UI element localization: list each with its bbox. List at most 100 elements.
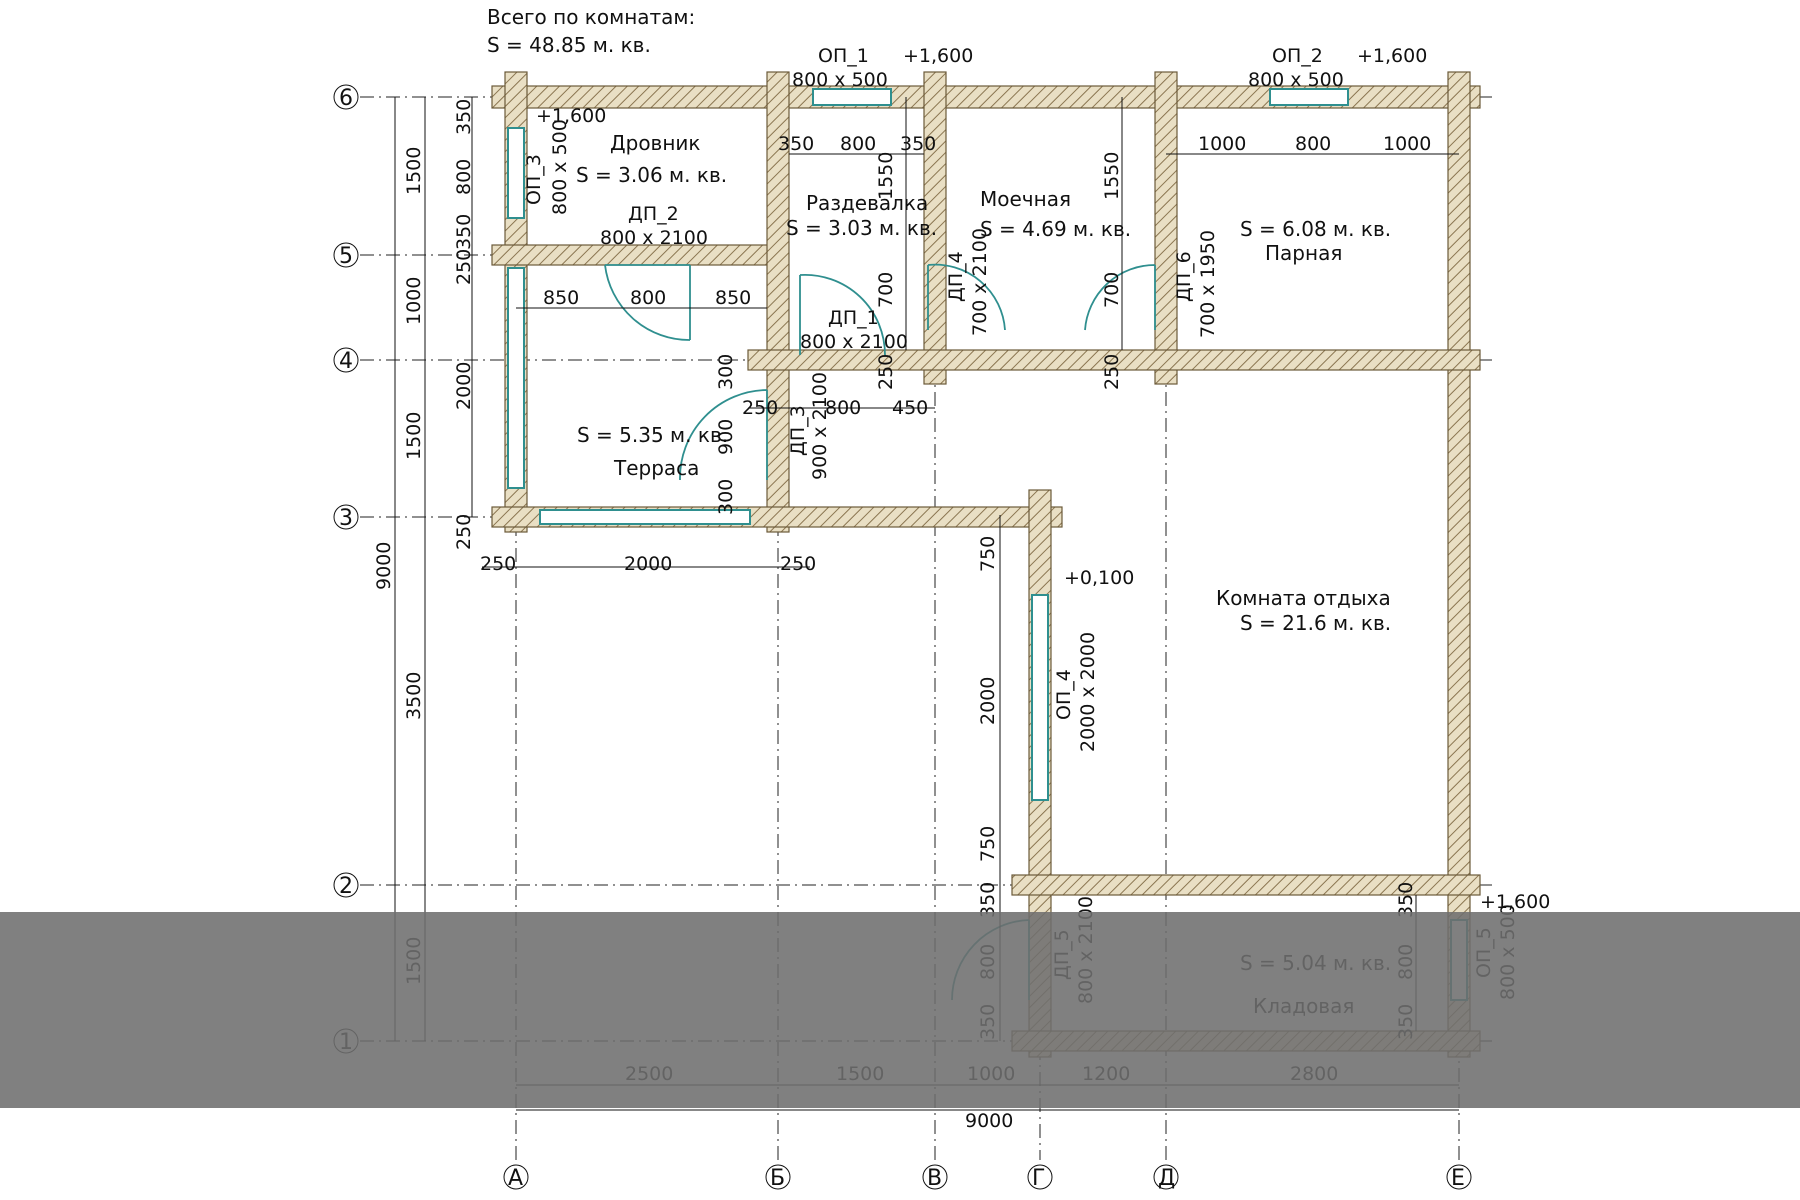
- opening-id: ДП_3: [787, 405, 809, 456]
- opening-size: 800 x 500: [1248, 69, 1344, 91]
- dim-kladovaya-left: 350: [977, 1004, 999, 1040]
- opening-level: +1,600: [1357, 45, 1427, 67]
- dim-bottom-total: 9000: [965, 1110, 1013, 1132]
- dim-kladovaya-right: 350: [1395, 1004, 1417, 1040]
- axis-label-2: 2: [339, 874, 353, 899]
- dimension-values: 2500 1500 1000 1200 2800 9000 1500 1000 …: [373, 99, 1431, 1132]
- axis-label-v: В: [927, 1166, 942, 1191]
- axis-label-5: 5: [339, 244, 353, 269]
- room-name: Терраса: [613, 456, 699, 480]
- dim-razdevalka-bottom: 450: [892, 397, 928, 419]
- dim-kladovaya-right: 800: [1395, 944, 1417, 980]
- dim-bottom: 1500: [836, 1063, 884, 1085]
- opening-id: ОП_5: [1473, 927, 1495, 978]
- dim-razdevalka-top: 350: [900, 133, 936, 155]
- dim-left: 1000: [403, 277, 425, 325]
- axis-label-1: 1: [339, 1030, 353, 1055]
- axis-label-a: А: [508, 1166, 523, 1191]
- dim-left-inner: 350: [453, 214, 475, 250]
- dim-left: 1500: [403, 412, 425, 460]
- dim-terrace: 250: [480, 553, 516, 575]
- dim-bottom: 2800: [1290, 1063, 1338, 1085]
- dim-razdevalka-bottom: 250: [742, 397, 778, 419]
- axis-label-b: Б: [770, 1166, 785, 1191]
- dim-drovnik: 850: [543, 287, 579, 309]
- opening-id: ДП_6: [1173, 251, 1195, 302]
- dim-left-inner: 350: [453, 99, 475, 135]
- dim-left-inner: 250: [453, 514, 475, 550]
- dim-razdevalka-bottom: 800: [825, 397, 861, 419]
- opening-size: 2000 x 2000: [1077, 632, 1099, 752]
- dim-left: 3500: [403, 672, 425, 720]
- dim-left: 1500: [403, 147, 425, 195]
- opening-level: +1,600: [536, 105, 606, 127]
- opening-id: ОП_3: [523, 154, 545, 205]
- opening-size: 700 x 2100: [969, 228, 991, 336]
- opening-size: 800 x 500: [549, 119, 571, 215]
- dim-left-inner: 250: [453, 249, 475, 285]
- opening-size: 800 x 2100: [800, 331, 908, 353]
- opening-level: +1,600: [903, 45, 973, 67]
- room-area: S = 3.06 м. кв.: [576, 163, 727, 187]
- dim-terrace-door: 900: [715, 419, 737, 455]
- opening-size: 800 x 2100: [600, 227, 708, 249]
- dim-window4: 750: [977, 826, 999, 862]
- opening-size: 800 x 500: [792, 69, 888, 91]
- windows: [507, 88, 1468, 1001]
- dim-moechnaya-side: 700: [1101, 272, 1123, 308]
- dim-parnaya-top: 800: [1295, 133, 1331, 155]
- dim-kladovaya-left: 350: [977, 882, 999, 918]
- dim-bottom: 2500: [625, 1063, 673, 1085]
- dim-left-inner: 2000: [453, 362, 475, 410]
- room-area: S = 21.6 м. кв.: [1240, 611, 1391, 635]
- dim-bottom: 1200: [1082, 1063, 1130, 1085]
- room-area: S = 5.35 м. кв.: [577, 423, 728, 447]
- room-area: S = 3.03 м. кв.: [786, 216, 937, 240]
- opening-id: ДП_5: [1051, 929, 1073, 980]
- opening-size: 700 x 1950: [1197, 230, 1219, 338]
- room-name: Парная: [1265, 241, 1342, 265]
- axis-label-g: Г: [1032, 1166, 1045, 1191]
- room-area: S = 4.69 м. кв.: [980, 217, 1131, 241]
- opening-id: ДП_1: [828, 307, 879, 329]
- dim-terrace: 250: [780, 553, 816, 575]
- dim-razdevalka-top: 800: [840, 133, 876, 155]
- opening-size: 800 x 500: [1497, 904, 1519, 1000]
- room-name: Дровник: [610, 131, 701, 155]
- dim-left-total: 9000: [373, 542, 395, 590]
- opening-id: ОП_4: [1053, 669, 1075, 720]
- dim-drovnik: 800: [630, 287, 666, 309]
- opening-id: ДП_4: [945, 251, 967, 302]
- room-name: Раздевалка: [806, 191, 928, 215]
- room-name: Кладовая: [1253, 994, 1354, 1018]
- axis-label-e: Е: [1451, 1166, 1465, 1191]
- axis-label-4: 4: [339, 349, 353, 374]
- room-area: S = 6.08 м. кв.: [1240, 217, 1391, 241]
- room-area: S = 5.04 м. кв.: [1240, 951, 1391, 975]
- dim-left: 1500: [403, 937, 425, 985]
- dim-razdevalka-side: 1550: [875, 152, 897, 200]
- dim-terrace-door: 300: [715, 479, 737, 515]
- dim-moechnaya-side: 250: [1101, 354, 1123, 390]
- opening-level: +1,600: [1480, 891, 1550, 913]
- opening-size: 900 x 2100: [809, 372, 831, 480]
- dim-drovnik: 850: [715, 287, 751, 309]
- room-labels: Дровник S = 3.06 м. кв. Раздевалка S = 3…: [576, 131, 1391, 1018]
- dim-parnaya-top: 1000: [1383, 133, 1431, 155]
- dim-kladovaya-left: 800: [977, 944, 999, 980]
- opening-size: 800 x 2100: [1075, 896, 1097, 1004]
- opening-id: ОП_2: [1272, 45, 1323, 67]
- dim-window4: 2000: [977, 677, 999, 725]
- dim-parnaya-top: 1000: [1198, 133, 1246, 155]
- dim-terrace-door: 300: [715, 354, 737, 390]
- summary-total: S = 48.85 м. кв.: [487, 33, 651, 57]
- axis-label-d: Д: [1158, 1166, 1175, 1191]
- dim-left-inner: 800: [453, 159, 475, 195]
- summary-title: Всего по комнатам:: [487, 5, 695, 29]
- opening-level: +0,100: [1064, 567, 1134, 589]
- room-name: Комната отдыха: [1216, 586, 1391, 610]
- dim-kladovaya-right: 350: [1395, 882, 1417, 918]
- dim-terrace: 2000: [624, 553, 672, 575]
- room-name: Моечная: [980, 187, 1071, 211]
